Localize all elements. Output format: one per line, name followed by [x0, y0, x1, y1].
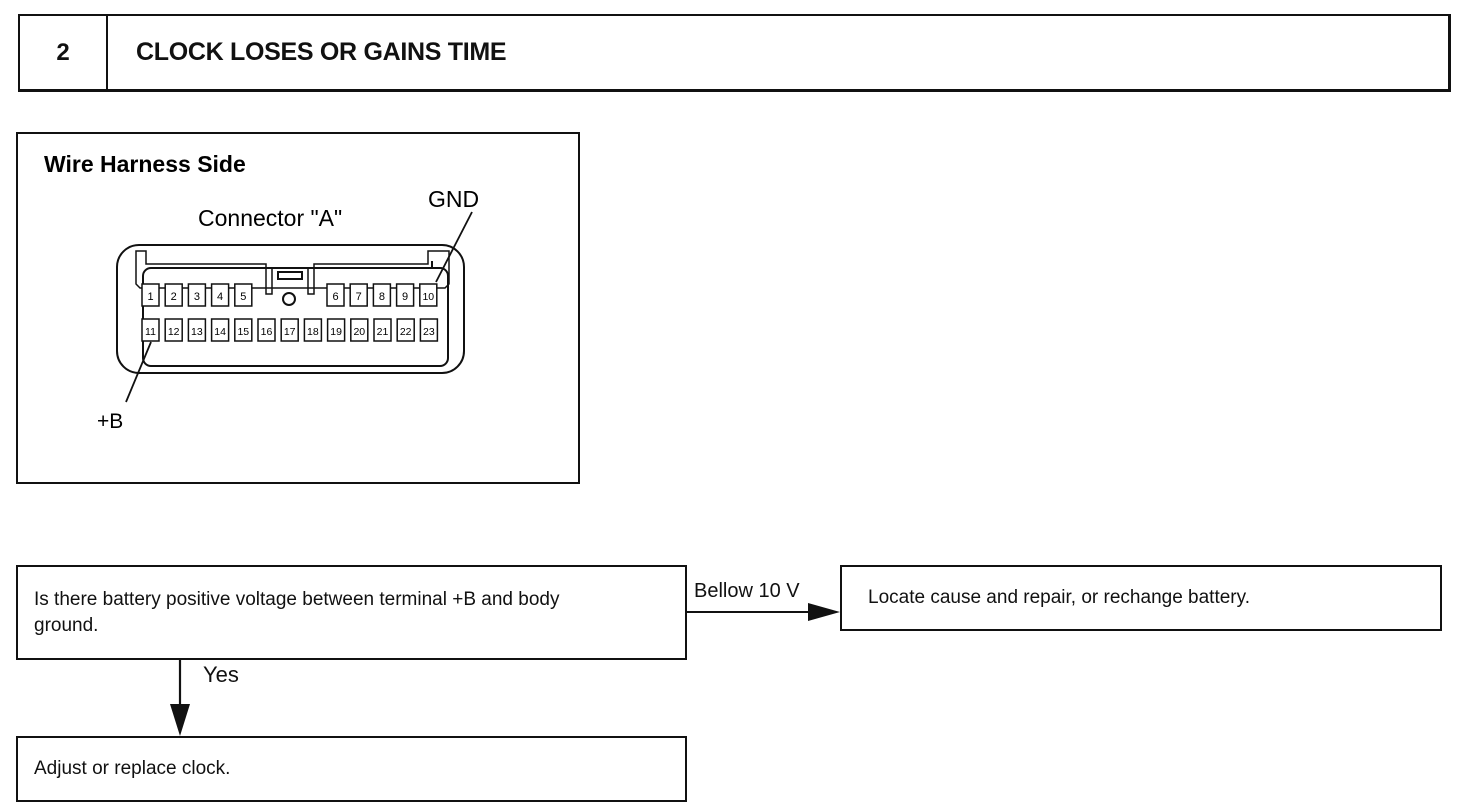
- pin-17-label: 17: [284, 326, 296, 338]
- pin-16-label: 16: [261, 326, 273, 338]
- pin-11: [141, 318, 160, 342]
- pin-21: [373, 318, 392, 342]
- pin-19-label: 19: [330, 326, 342, 338]
- pass-action-box: Adjust or replace clock.: [16, 736, 687, 802]
- pin-10: [419, 283, 438, 307]
- pin-6: [326, 283, 345, 307]
- pin-3-label: 3: [194, 291, 200, 303]
- pin-13-label: 13: [191, 326, 203, 338]
- pin-1: [141, 283, 160, 307]
- pin-12: [164, 318, 183, 342]
- pin-8-label: 8: [379, 291, 385, 303]
- connector-diagram-panel: Wire Harness Side Connector "A" GND +B 1…: [16, 132, 580, 484]
- pin-19: [326, 318, 346, 342]
- pin-3: [187, 283, 207, 307]
- check-step-text: Is there battery positive voltage betwee…: [34, 588, 560, 636]
- pin-1-label: 1: [147, 291, 153, 303]
- b-plus-leader-line: [125, 341, 152, 403]
- pin-18-label: 18: [307, 326, 319, 338]
- step-header: 2 CLOCK LOSES OR GAINS TIME: [18, 14, 1451, 92]
- connector-diagram: Wire Harness Side Connector "A" GND +B 1…: [44, 151, 479, 433]
- fail-action-text: Locate cause and repair, or rechange bat…: [868, 587, 1251, 609]
- fail-action-box: Locate cause and repair, or rechange bat…: [840, 565, 1442, 631]
- pin-8: [372, 283, 392, 307]
- pin-14-label: 14: [214, 326, 226, 338]
- gnd-leader-line: [435, 211, 473, 283]
- pin-16: [257, 318, 276, 342]
- pin-row-top-right: 6 7 8 9 10: [326, 283, 438, 307]
- pin-15-label: 15: [237, 326, 249, 338]
- pin-15: [234, 318, 253, 342]
- step-number: 2: [20, 16, 108, 89]
- pass-condition-label: Yes: [203, 662, 239, 687]
- pin-22-label: 22: [400, 326, 412, 338]
- pass-action-text: Adjust or replace clock.: [34, 758, 231, 780]
- b-plus-label: +B: [97, 410, 123, 433]
- pin-23-label: 23: [423, 326, 435, 338]
- pin-23: [419, 318, 439, 342]
- pin-18: [303, 318, 323, 342]
- pin-12-label: 12: [168, 326, 180, 338]
- pin-2-label: 2: [171, 291, 177, 303]
- connector-label: Connector "A": [198, 205, 342, 231]
- pin-10-label: 10: [422, 291, 434, 303]
- pin-21-label: 21: [377, 326, 389, 338]
- pin-13: [187, 318, 207, 342]
- fail-condition-label: Bellow 10 V: [694, 580, 800, 602]
- pin-4-label: 4: [217, 291, 223, 303]
- pin-9: [395, 283, 415, 307]
- pin-7-label: 7: [356, 291, 362, 303]
- pin-row-bottom: 11 12 13 14 15 16 17 18 19 20 21 22 23: [141, 318, 439, 342]
- pin-20: [350, 318, 369, 342]
- pass-arrowhead-icon: [170, 704, 190, 736]
- pin-5: [234, 283, 253, 307]
- pin-17: [280, 318, 299, 342]
- fail-arrowhead-icon: [808, 603, 840, 621]
- pin-row-top-left: 1 2 3 4 5: [141, 283, 253, 307]
- pin-20-label: 20: [353, 326, 365, 338]
- pin-2: [164, 283, 183, 307]
- pin-5-label: 5: [240, 291, 246, 303]
- panel-title: Wire Harness Side: [44, 151, 246, 177]
- pin-6-label: 6: [332, 291, 338, 303]
- check-step-box: Is there battery positive voltage betwee…: [16, 565, 687, 660]
- connector-shell: [116, 244, 465, 374]
- pin-14: [210, 318, 230, 342]
- gnd-label: GND: [428, 186, 479, 212]
- pin-4: [210, 283, 230, 307]
- step-title: CLOCK LOSES OR GAINS TIME: [136, 38, 507, 66]
- pin-22: [396, 318, 415, 342]
- pin-11-label: 11: [145, 326, 156, 338]
- pin-9-label: 9: [402, 291, 408, 303]
- pin-7: [349, 283, 368, 307]
